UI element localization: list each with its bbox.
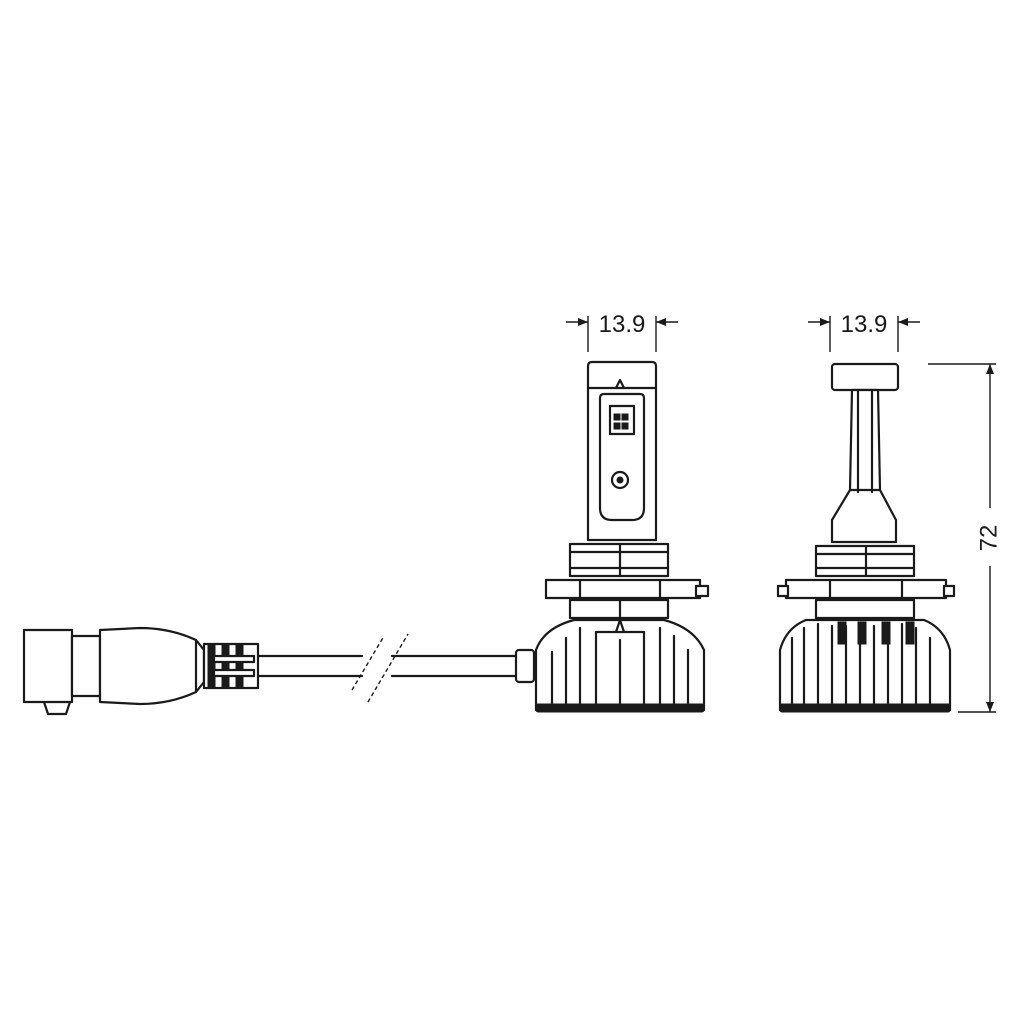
height-label: 72 bbox=[975, 525, 1002, 552]
arrow-right-icon bbox=[820, 318, 830, 326]
bulb-front-view bbox=[534, 360, 710, 713]
dimension-side-width: 13.9 bbox=[808, 311, 920, 352]
connector-plug bbox=[22, 626, 260, 716]
cable bbox=[256, 633, 536, 703]
side-width-label: 13.9 bbox=[841, 311, 888, 338]
arrow-up-icon bbox=[986, 364, 994, 374]
arrow-left-icon bbox=[656, 318, 666, 326]
dimension-front-width: 13.9 bbox=[566, 311, 678, 352]
arrow-right-icon bbox=[578, 318, 588, 326]
front-width-label: 13.9 bbox=[599, 311, 646, 338]
dimension-height: 72 bbox=[928, 363, 1002, 713]
bulb-side-view bbox=[776, 362, 956, 713]
arrow-down-icon bbox=[986, 702, 994, 712]
arrow-left-icon bbox=[898, 318, 908, 326]
